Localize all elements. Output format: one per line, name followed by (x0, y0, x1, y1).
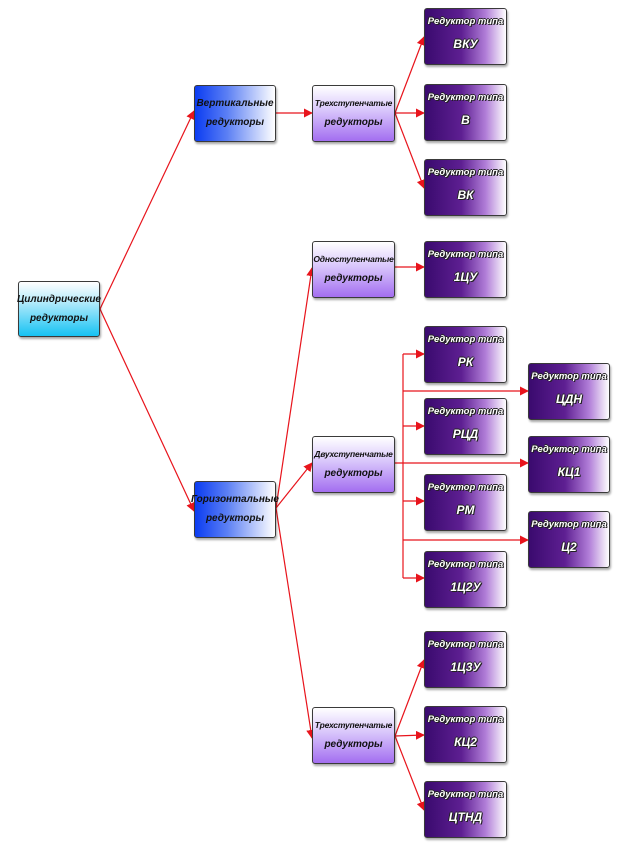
node-label-line2: редукторы (324, 739, 383, 751)
node-horizontal-gearboxes: Горизонтальные редукторы (191, 481, 279, 538)
leaf-type: ЦТНД (448, 809, 483, 824)
leaf-rm: Редуктор типа РМ (424, 474, 507, 531)
node-label-line1: Одноступенчатые (313, 253, 394, 264)
leaf-prefix: Редуктор типа (427, 167, 504, 179)
leaf-type: В (461, 112, 470, 127)
edge-horizontal-threestage (275, 507, 316, 739)
leaf-prefix: Редуктор типа (531, 371, 607, 383)
node-label-line2: редукторы (205, 117, 265, 128)
leaf-type: РМ (456, 502, 475, 517)
leaf-prefix: Редуктор типа (427, 482, 504, 494)
leaf-prefix: Редуктор типа (427, 406, 504, 418)
node-label-line1: Цилиндрические (17, 293, 101, 305)
leaf-type: РК (457, 354, 474, 369)
edge-hts-kts2 (394, 730, 425, 740)
node-label-line1: Горизонтальные (191, 494, 279, 505)
node-label-line1: Двухступенчатые (314, 448, 393, 459)
edge-hts-tstnd (394, 735, 426, 811)
leaf-type: РЦД (452, 426, 479, 441)
node-label-line1: Трехступенчатые (314, 719, 393, 730)
leaf-prefix: Редуктор типа (427, 334, 504, 346)
leaf-prefix: Редуктор типа (531, 444, 607, 456)
leaf-1ts3u: Редуктор типа 1Ц3У (424, 631, 507, 688)
node-horizontal-three-stage: Трехступенчатые редукторы (312, 707, 395, 764)
node-vertical-three-stage: Трехступенчатые редукторы (312, 85, 395, 142)
leaf-rk: Редуктор типа РК (424, 326, 507, 383)
leaf-prefix: Редуктор типа (427, 789, 504, 801)
leaf-1ts2u: Редуктор типа 1Ц2У (424, 551, 507, 608)
leaf-prefix: Редуктор типа (427, 639, 504, 651)
edge-vts-vk (394, 112, 426, 189)
node-one-stage: Одноступенчатые редукторы (312, 241, 395, 298)
node-label-line2: редукторы (205, 513, 265, 524)
leaf-type: ВКУ (453, 36, 478, 51)
leaf-type: 1ЦУ (453, 269, 478, 284)
node-label-line1: Трехступенчатые (314, 97, 393, 108)
leaf-type: КЦ2 (454, 734, 477, 749)
node-cylindrical-gearboxes: Цилиндрические редукторы (17, 281, 101, 337)
node-label-line2: редукторы (324, 468, 383, 480)
leaf-type: ВК (457, 187, 474, 202)
leaf-tsdn: Редуктор типа ЦДН (528, 363, 610, 420)
edge-hts-1ts3u (394, 659, 426, 737)
leaf-kts2: Редуктор типа КЦ2 (424, 706, 507, 763)
leaf-prefix: Редуктор типа (427, 92, 504, 104)
leaf-type: 1Ц3У (450, 659, 481, 674)
leaf-v: Редуктор типа В (424, 84, 507, 141)
leaf-1tsu: Редуктор типа 1ЦУ (424, 241, 507, 298)
node-label-line1: Вертикальные (196, 98, 274, 109)
leaf-type: ЦДН (555, 391, 583, 406)
edge-root-horizontal (99, 308, 195, 512)
leaf-type: Ц2 (561, 539, 577, 554)
node-label-line2: редукторы (324, 117, 383, 129)
node-vertical-gearboxes: Вертикальные редукторы (194, 85, 276, 142)
edge-horizontal-twostage (275, 462, 313, 509)
node-two-stage: Двухступенчатые редукторы (312, 436, 395, 493)
leaf-rtsd: Редуктор типа РЦД (424, 398, 507, 455)
leaf-prefix: Редуктор типа (427, 714, 504, 726)
leaf-kts1: Редуктор типа КЦ1 (528, 436, 610, 493)
leaf-prefix: Редуктор типа (427, 16, 504, 28)
node-label-line2: редукторы (29, 312, 89, 324)
edge-vts-vku (394, 36, 426, 114)
edge-root-vertical (99, 110, 195, 310)
leaf-vku: Редуктор типа ВКУ (424, 8, 507, 65)
leaf-vk: Редуктор типа ВК (424, 159, 507, 216)
leaf-prefix: Редуктор типа (531, 519, 607, 531)
edge-horizontal-onestage (275, 267, 316, 509)
leaf-type: КЦ1 (557, 464, 581, 479)
leaf-type: 1Ц2У (450, 579, 481, 594)
leaf-prefix: Редуктор типа (427, 249, 504, 261)
leaf-ts2: Редуктор типа Ц2 (528, 511, 610, 568)
leaf-tstnd: Редуктор типа ЦТНД (424, 781, 507, 838)
leaf-prefix: Редуктор типа (427, 559, 504, 571)
node-label-line2: редукторы (324, 273, 383, 285)
